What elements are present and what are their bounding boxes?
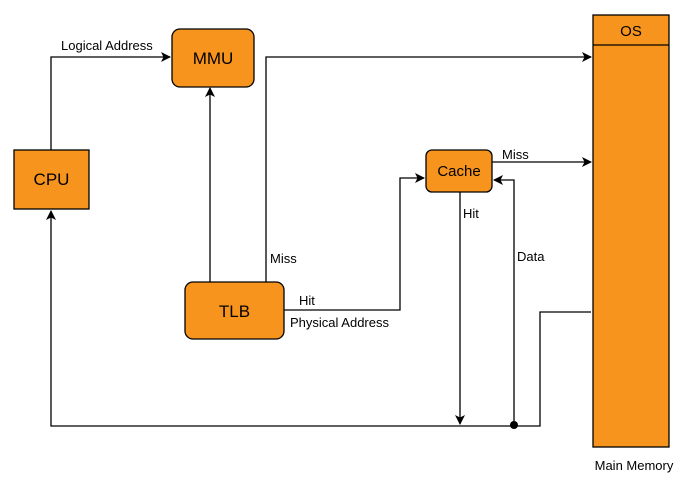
edge-tlb-hit-to-cache	[284, 173, 425, 311]
cache-box	[425, 149, 493, 193]
tlb-box	[184, 281, 285, 340]
cache-hit-label: Hit	[463, 206, 479, 221]
cache-label: Cache	[437, 163, 480, 180]
junction-dot	[510, 421, 518, 429]
data-label: Data	[517, 249, 545, 264]
mmu-label: MMU	[193, 49, 234, 68]
edge-memory-return-to-cpu	[46, 210, 591, 427]
mmu-box	[171, 28, 255, 88]
tlb-hit-label: Hit	[299, 293, 315, 308]
cpu-box	[13, 149, 90, 210]
tlb-miss-label: Miss	[270, 251, 297, 266]
edge-cpu-to-mmu	[50, 52, 171, 150]
cache-miss-label: Miss	[502, 147, 529, 162]
physical-address-label: Physical Address	[290, 315, 389, 330]
edge-tlb-miss-to-memory	[265, 52, 592, 282]
main-memory-label: Main Memory	[595, 458, 674, 473]
logical-address-label: Logical Address	[61, 38, 153, 53]
tlb-label: TLB	[219, 302, 250, 321]
os-label: OS	[620, 23, 642, 40]
edge-data-to-cache	[493, 175, 515, 424]
main-memory-box	[592, 14, 670, 448]
cpu-label: CPU	[34, 170, 70, 189]
